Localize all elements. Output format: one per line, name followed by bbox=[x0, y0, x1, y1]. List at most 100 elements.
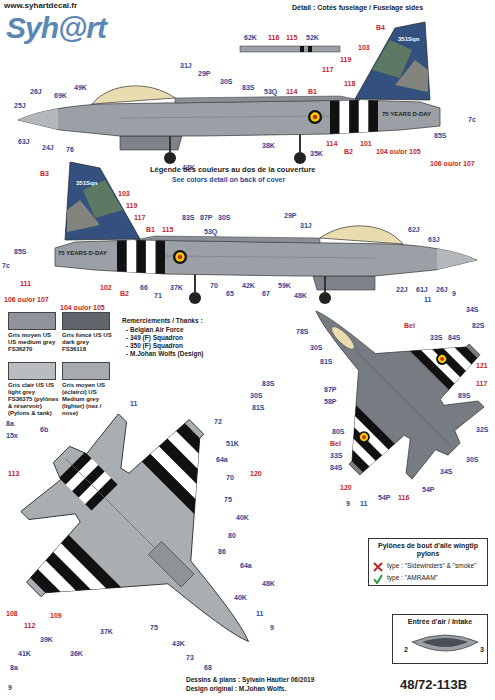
callout-label: 43K bbox=[172, 640, 185, 647]
callout-label: 40K bbox=[234, 594, 247, 601]
callout-label: 29P bbox=[284, 212, 296, 219]
callout-label: 351Sqn bbox=[76, 180, 97, 186]
callout-label: 36K bbox=[70, 650, 83, 657]
legend-item: Gris moyen US (éclairci) US Medium grey … bbox=[62, 362, 114, 417]
callout-label: 11 bbox=[360, 500, 367, 507]
callout-label: 53Q bbox=[264, 88, 277, 95]
callout-label: 63J bbox=[428, 236, 440, 243]
callout-label: 117 bbox=[476, 380, 487, 387]
callout-label: - 349 (F) Squadron bbox=[126, 335, 183, 342]
callout-label: 37K bbox=[170, 284, 183, 291]
legend-text: Gris foncé US US dark grey FS36118 bbox=[62, 332, 114, 353]
callout-label: Bel bbox=[330, 440, 341, 447]
callout-label: 48K bbox=[262, 580, 275, 587]
callout-label: 22J bbox=[396, 286, 408, 293]
color-swatch bbox=[8, 362, 56, 380]
callout-label: 30S bbox=[220, 78, 232, 85]
callout-label: 26J bbox=[436, 286, 448, 293]
callout-label: 62K bbox=[244, 34, 257, 41]
callout-label: 69K bbox=[54, 92, 67, 99]
callout-label: - M.Johan Wolfs (Design) bbox=[126, 351, 204, 358]
legend-item: Gris moyen US US medium grey FS36270 bbox=[8, 312, 60, 353]
callout-label: 54P bbox=[422, 486, 434, 493]
legend-item: Gris foncé US US dark grey FS36118 bbox=[62, 312, 114, 353]
callout-label: 30S bbox=[250, 392, 262, 399]
callout-label: 35K bbox=[310, 150, 323, 157]
callout-label: 11 bbox=[130, 400, 137, 407]
callout-label: 37K bbox=[100, 628, 113, 635]
callout-label: 104 ou/or 105 bbox=[60, 304, 105, 311]
callout-label: 75 bbox=[224, 496, 232, 503]
callout-label: 68 bbox=[204, 664, 212, 671]
panel-item: type : "AMRAAM" bbox=[373, 574, 483, 582]
callout-label: 76 bbox=[66, 146, 74, 153]
callout-label: 64a bbox=[216, 456, 228, 463]
callout-label: 25J bbox=[14, 102, 26, 109]
callout-label: 51K bbox=[226, 440, 239, 447]
callout-label: 33S bbox=[430, 334, 442, 341]
callout-label: 31J bbox=[180, 62, 192, 69]
callout-label: 118 bbox=[344, 80, 355, 87]
callout-label: 39K bbox=[40, 636, 53, 643]
callout-label: 52K bbox=[306, 34, 319, 41]
callout-label: 63J bbox=[18, 138, 30, 145]
legend-item: Gris clair US US light grey FS36375 (pyl… bbox=[8, 362, 60, 417]
callout-label: B4 bbox=[376, 24, 385, 31]
callout-label: 82S bbox=[472, 322, 484, 329]
callout-label: 84S bbox=[330, 464, 342, 471]
callout-label: 34S bbox=[466, 306, 478, 313]
callout-label: 81S bbox=[320, 358, 332, 365]
callout-label: 83S bbox=[242, 84, 254, 91]
pylon-panel: Pylônes de bout d'aile wingtip pylonstyp… bbox=[368, 538, 488, 586]
callout-label: 75 YEARS D-DAY bbox=[382, 111, 431, 117]
callout-label: 108 bbox=[6, 610, 18, 617]
callout-label: 9 bbox=[452, 290, 456, 297]
cross-mark bbox=[373, 562, 383, 572]
color-swatch bbox=[62, 362, 110, 380]
callout-label: Remerciements / Thanks : bbox=[122, 318, 203, 325]
panel-heading: Entrée d'air / Intake bbox=[397, 618, 483, 626]
callout-label: 54P bbox=[378, 494, 390, 501]
callout-label: 114 bbox=[286, 88, 297, 95]
callout-label: 111 bbox=[20, 280, 31, 287]
callout-label: 49K bbox=[74, 84, 87, 91]
callout-label: 114 bbox=[326, 140, 337, 147]
callout-label: 106 ou/or 107 bbox=[4, 296, 49, 303]
callout-label: 72 bbox=[214, 418, 222, 425]
callout-label: 8a bbox=[6, 420, 14, 427]
callout-label: 33S bbox=[330, 452, 342, 459]
callout-label: 117 bbox=[134, 214, 145, 221]
callout-label: 116 bbox=[398, 494, 409, 501]
callout-label: 75 YEARS D-DAY bbox=[58, 250, 107, 256]
callout-label: 109 bbox=[50, 612, 62, 619]
callout-label: 64a bbox=[240, 562, 252, 569]
callout-label: 120 bbox=[340, 484, 352, 491]
callout-label: 89S bbox=[458, 392, 470, 399]
callout-label: www.syhartdecal.fr bbox=[4, 2, 77, 10]
callout-label: 24J bbox=[42, 144, 54, 151]
callout-label: 59K bbox=[278, 282, 291, 289]
callout-label: 103 bbox=[118, 190, 130, 197]
callout-label: 30S bbox=[310, 344, 322, 351]
callout-label: 30S bbox=[466, 456, 478, 463]
callout-label: 2 bbox=[404, 646, 408, 653]
callout-label: - 350 (F) Squadron bbox=[126, 343, 183, 350]
check-mark bbox=[373, 574, 383, 584]
callout-label: 113 bbox=[8, 470, 19, 477]
callout-label: 71 bbox=[154, 292, 162, 299]
callout-label: 58P bbox=[324, 398, 336, 405]
callout-label: 106 ou/or 107 bbox=[430, 160, 475, 167]
callout-label: B2 bbox=[120, 290, 129, 297]
callout-label: 53Q bbox=[204, 228, 217, 235]
legend-text: Gris moyen US US medium grey FS36270 bbox=[8, 332, 60, 353]
intake-panel: Entrée d'air / Intake bbox=[392, 614, 488, 664]
callout-label: 32S bbox=[476, 426, 488, 433]
legend-text: Gris moyen US (éclairci) US Medium grey … bbox=[62, 382, 114, 417]
callout-label: 3 bbox=[480, 646, 484, 653]
callout-label: 9 bbox=[8, 684, 12, 691]
callout-label: 78S bbox=[296, 328, 308, 335]
callout-label: 30S bbox=[218, 214, 230, 221]
callout-label: 83S bbox=[182, 214, 194, 221]
callout-label: 85S bbox=[14, 248, 26, 255]
callout-label: 34S bbox=[440, 468, 452, 475]
